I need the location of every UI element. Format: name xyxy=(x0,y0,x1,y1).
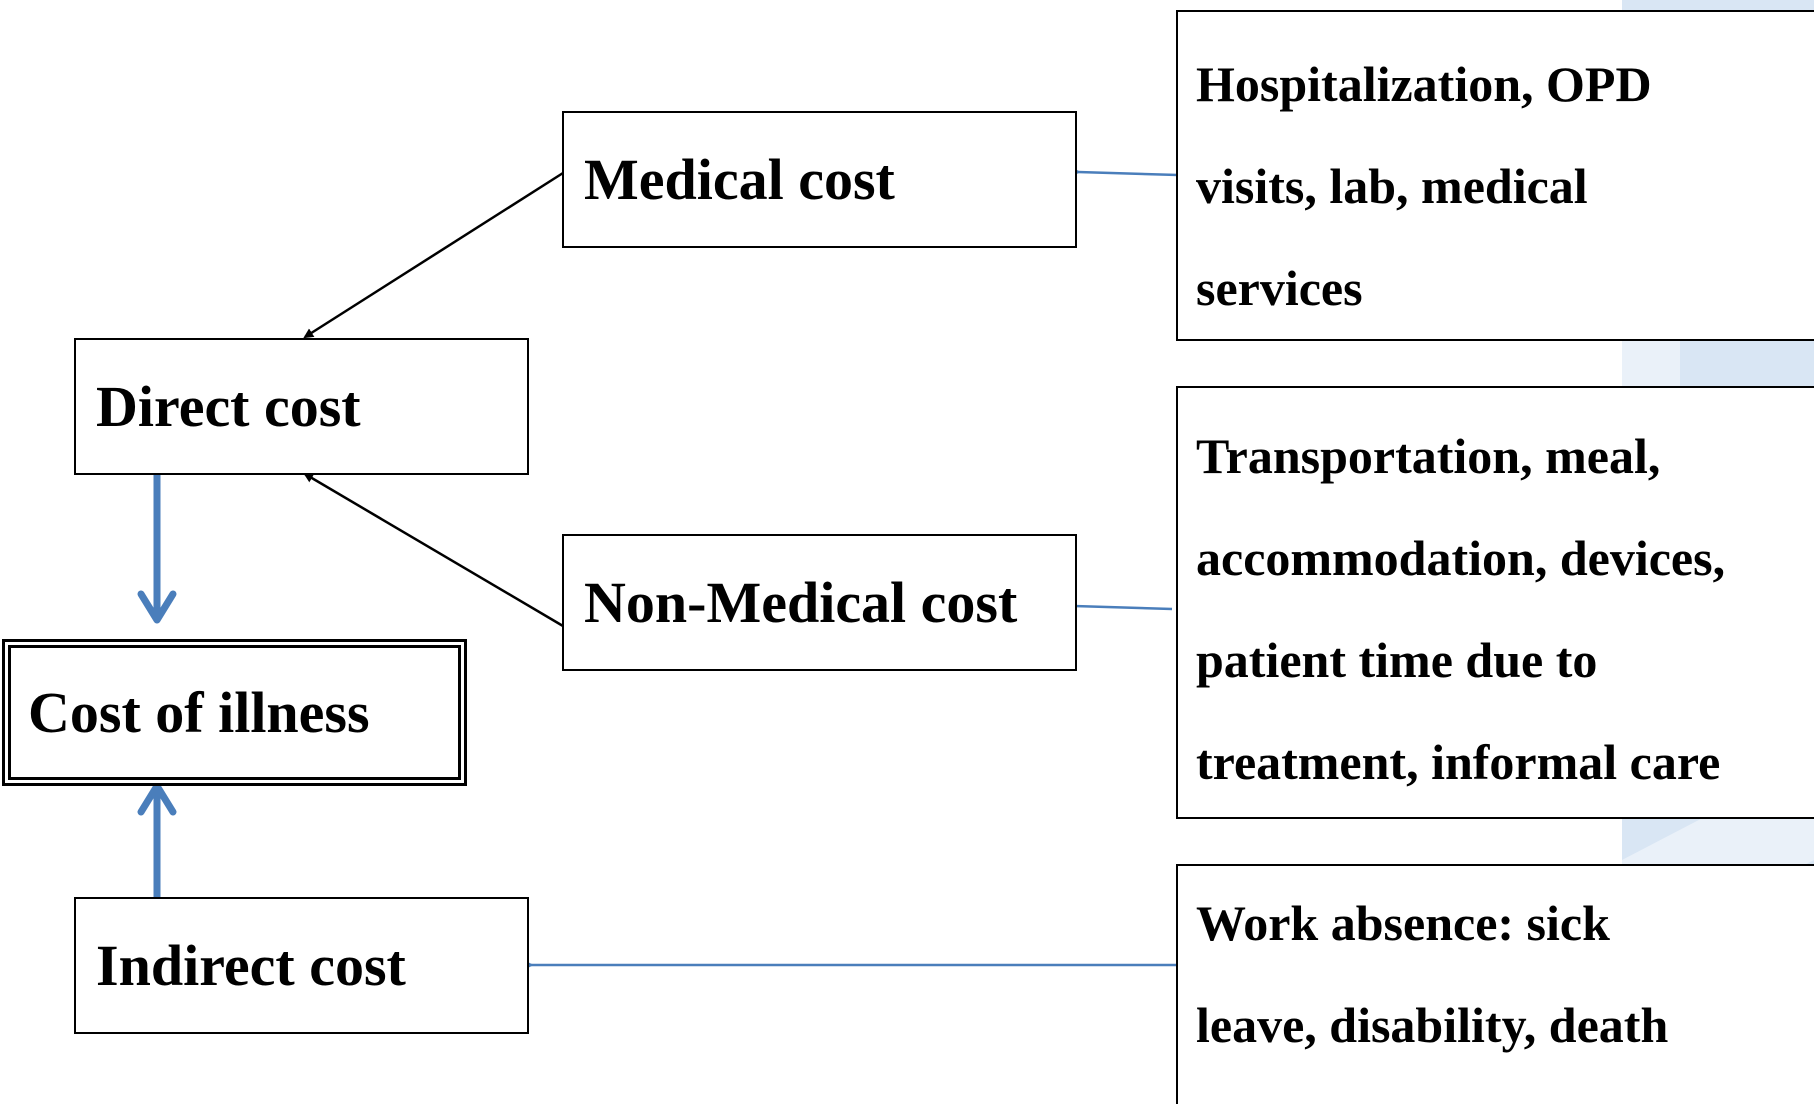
indirect-detail-box: Work absence: sick leave, disability, de… xyxy=(1176,864,1814,1104)
indirect-detail-line-2: leave, disability, death xyxy=(1196,997,1669,1053)
arrow-indirect-to-illness xyxy=(137,782,177,897)
cost-of-illness-box: Cost of illness xyxy=(2,639,467,786)
non-medical-detail-line-1: Transportation, meal, xyxy=(1196,428,1661,484)
non-medical-detail-box: Transportation, meal, accommodation, dev… xyxy=(1176,386,1814,819)
non-medical-detail-line-3: patient time due to xyxy=(1196,632,1598,688)
arrow-nonmedical-detail xyxy=(1074,606,1173,609)
cost-of-illness-label: Cost of illness xyxy=(28,680,370,745)
non-medical-detail-line-4: treatment, informal care xyxy=(1196,734,1721,790)
non-medical-detail-line-2: accommodation, devices, xyxy=(1196,530,1726,586)
arrow-nonmedical-to-direct xyxy=(303,472,564,628)
direct-cost-box: Direct cost xyxy=(74,338,529,475)
medical-detail-line-3: services xyxy=(1196,260,1363,316)
arrow-medical-to-direct xyxy=(303,171,564,339)
non-medical-cost-box: Non-Medical cost xyxy=(562,534,1077,671)
direct-cost-label: Direct cost xyxy=(96,374,361,439)
indirect-cost-label: Indirect cost xyxy=(96,933,406,998)
indirect-detail-line-1: Work absence: sick xyxy=(1196,895,1610,951)
medical-cost-box: Medical cost xyxy=(562,111,1077,248)
non-medical-cost-label: Non-Medical cost xyxy=(584,570,1018,635)
medical-detail-line-2: visits, lab, medical xyxy=(1196,158,1588,214)
medical-detail-box: Hospitalization, OPD visits, lab, medica… xyxy=(1176,10,1814,341)
medical-cost-label: Medical cost xyxy=(584,147,895,212)
medical-detail-line-1: Hospitalization, OPD xyxy=(1196,56,1652,112)
arrow-direct-to-illness xyxy=(137,475,177,624)
arrow-medical-detail xyxy=(1078,172,1179,175)
indirect-cost-box: Indirect cost xyxy=(74,897,529,1034)
